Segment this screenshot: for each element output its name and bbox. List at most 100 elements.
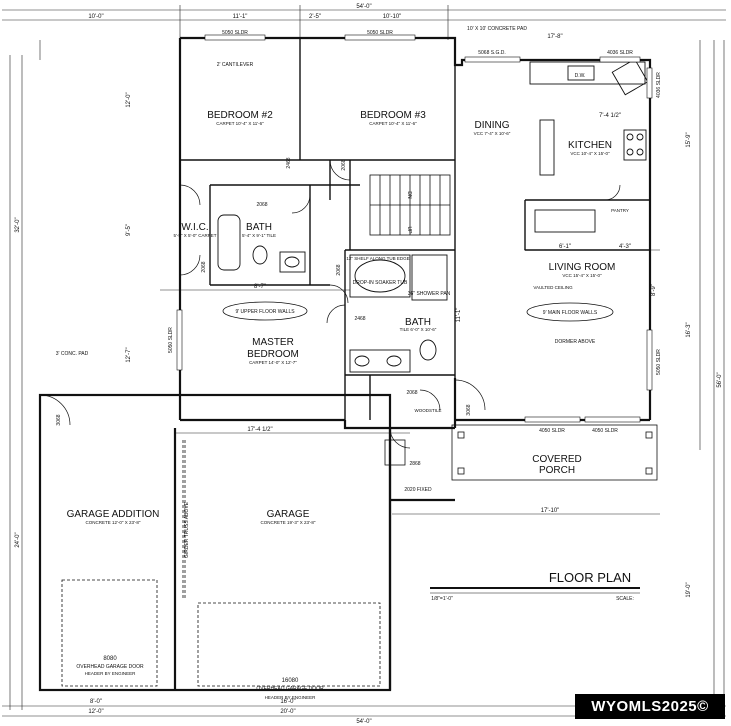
- bath-1-label: BATH: [246, 222, 272, 233]
- master-label: MASTER: [252, 337, 294, 348]
- living-room-sub: VCC 15'-4" X 15'-0": [562, 273, 602, 278]
- garage-door-big-size: 16080: [282, 678, 299, 684]
- dim-right-a: 15'-9": [686, 132, 692, 147]
- window-5050-living: 5050 SLDR: [656, 349, 662, 375]
- cantilever-note: 2' CANTILEVER: [217, 62, 254, 68]
- door-2068-bath: 2068: [256, 202, 267, 208]
- wic-label: W.I.C.: [181, 222, 208, 233]
- door-2468-hall: 2468: [286, 157, 292, 168]
- dim-top-b: 11'-1": [233, 14, 248, 20]
- bath-2-label: BATH: [405, 317, 431, 328]
- window-4036-top: 4036 SLDR: [607, 50, 633, 56]
- master-sub: CARPET 14'-0" X 12'-7": [249, 360, 297, 365]
- title-block: [430, 587, 640, 594]
- garage-door-small-size: 8080: [103, 656, 117, 662]
- door-2068-entry: 2068: [406, 390, 417, 396]
- dim-left-b: 9'-5": [126, 224, 132, 236]
- covered-label: COVERED: [532, 454, 581, 465]
- stairs-down-label: DN: [406, 191, 412, 199]
- kitchen-label: KITCHEN: [568, 140, 612, 151]
- wic-sub: 5'-5" X 5'-0" CARPET: [174, 233, 217, 238]
- garage-door-outlines: [61, 440, 381, 687]
- dining-label: DINING: [475, 120, 510, 131]
- garage-door-big-label: OVERHEAD GARAGE DOOR: [256, 686, 324, 692]
- window-4050-a: 4050 SLDR: [539, 428, 565, 434]
- dim-bottom-total: 54'-0": [356, 719, 371, 725]
- shower-pan-note: 36" SHOWER PAN: [408, 291, 451, 297]
- bedroom-3-label: BEDROOM #3: [360, 110, 426, 121]
- dim-bottom-d: 8'-0": [90, 699, 102, 705]
- bath-1-sub: 5'-4" X 9'-1" TILE: [242, 233, 276, 238]
- dim-master-height: 12'-7": [126, 347, 132, 362]
- kitchen-sub: VCC 10'-4" X 15'-0": [570, 151, 610, 156]
- dim-porch-depth: 19'-0": [686, 582, 692, 597]
- plan-scale: 1/8"=1'-0": [431, 596, 453, 602]
- header-note-big: HEADER BY ENGINEER: [265, 695, 316, 700]
- dim-left-a: 12'-0": [126, 92, 132, 107]
- bedroom-2-sub: CARPET 10'-4" X 11'-6": [216, 121, 264, 126]
- dimension-lines: [2, 5, 726, 717]
- porch-structure: [384, 424, 658, 481]
- dim-right-b: 16'-3": [686, 322, 692, 337]
- dim-porch-width: 17'-10": [541, 508, 560, 514]
- dim-left-total: 32'-0": [15, 217, 21, 232]
- pantry-label: PANTRY: [611, 208, 629, 213]
- bedroom-3-sub: CARPET 10'-4" X 11'-6": [369, 121, 417, 126]
- tub-shelf-note: 12" SHELF ALONG TUB EDGE: [346, 256, 409, 261]
- bath-2-sub: TILE 6'-0" X 10'-6": [400, 327, 437, 332]
- door-3068-front: 3068: [466, 404, 472, 415]
- concrete-pad-left-note: 3' CONC. PAD: [56, 351, 89, 357]
- window-5050-bedroom2: 5050 SLDR: [222, 30, 248, 36]
- plan-scale-label: SCALE:: [616, 596, 634, 602]
- door-2868: 2868: [409, 461, 420, 467]
- living-room-label: LIVING ROOM: [549, 262, 616, 273]
- girder-truss-note: GIRDER TRUSS ABOVE: [184, 501, 190, 558]
- dim-living-height: 8'-9": [651, 284, 657, 296]
- soaker-tub-note: DROP-IN SOAKER TUB: [353, 280, 408, 286]
- vaulted-ceiling-note: VAULTED CEILING: [533, 285, 573, 290]
- dim-bath-height: 11'-1": [456, 308, 462, 323]
- door-3068-garage: 3068: [56, 414, 62, 425]
- dim-living-b: 4'-3": [619, 244, 631, 250]
- dim-top-a: 10'-0": [88, 14, 103, 20]
- dim-garage-depth: 24'-0": [15, 532, 21, 547]
- window-5050-bedroom3: 5050 SLDR: [367, 30, 393, 36]
- dim-kitchen-width: 7'-4 1/2": [599, 113, 621, 119]
- porch-label: PORCH: [539, 465, 575, 476]
- dormer-note: DORMER ABOVE: [555, 339, 596, 345]
- dim-top-d: 10'-10": [383, 14, 402, 20]
- door-2068-master: 2068: [336, 264, 342, 275]
- dining-sub: VCC 7'-4" X 10'-6": [474, 131, 511, 136]
- note-bubbles: [222, 301, 614, 322]
- main-floor-walls-note: 9' MAIN FLOOR WALLS: [543, 310, 598, 316]
- bedroom-2-label: BEDROOM #2: [207, 110, 273, 121]
- dim-living-a: 6'-1": [559, 244, 571, 250]
- door-swings: [39, 159, 621, 449]
- concrete-pad-top-note: 10' X 10' CONCRETE PAD: [467, 26, 527, 32]
- dim-right-total: 56'-0": [717, 372, 723, 387]
- master-bedroom-label: BEDROOM: [247, 349, 299, 360]
- garage-door-small-label: OVERHEAD GARAGE DOOR: [76, 664, 144, 670]
- window-4050-b: 4050 SLDR: [592, 428, 618, 434]
- dim-top-e: 17'-8": [547, 34, 562, 40]
- dim-garage-wall: 17'-4 1/2": [247, 427, 272, 433]
- woodstile-label: WOODSTILE: [414, 408, 441, 413]
- upper-floor-walls-note: 9' UPPER FLOOR WALLS: [235, 309, 295, 315]
- dim-top-c: 2'-5": [309, 14, 321, 20]
- plan-title: FLOOR PLAN: [549, 570, 631, 585]
- door-2068-wic: 2068: [201, 261, 207, 272]
- stairs-up-label: UP: [406, 227, 412, 235]
- header-note-small: HEADER BY ENGINEER: [85, 671, 136, 676]
- dim-bottom-b: 20'-0": [280, 709, 295, 715]
- bath-fixtures: [217, 214, 448, 373]
- dim-bottom-a: 12'-0": [88, 709, 103, 715]
- garage-addition-label: GARAGE ADDITION: [67, 509, 160, 520]
- window-5050-master: 5050 SLDR: [168, 327, 174, 353]
- staircase: [369, 174, 451, 236]
- door-2468-bath2: 2468: [354, 316, 365, 322]
- dishwasher-label: D.W.: [575, 73, 586, 79]
- garage-label: GARAGE: [267, 509, 310, 520]
- mls-watermark: WYOMLS2025©: [575, 694, 725, 719]
- kitchen-fixtures: [529, 58, 649, 233]
